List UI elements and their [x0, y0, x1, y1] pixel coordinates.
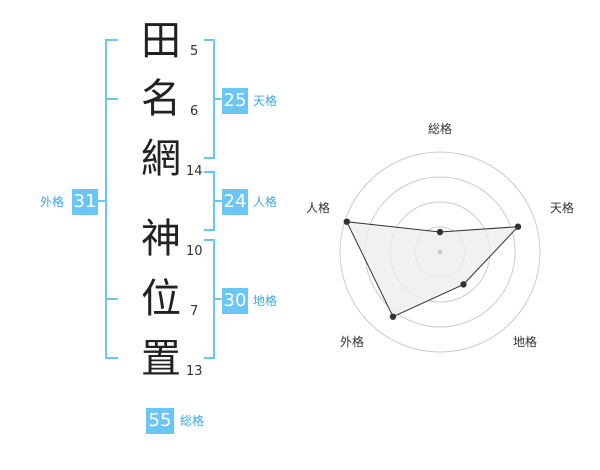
tenkaku-value-badge: 25 — [222, 88, 248, 114]
stroke-count-1: 5 — [190, 44, 199, 59]
radar-area — [345, 221, 520, 318]
name-char-5: 位 — [141, 276, 181, 322]
chikaku-value-badge: 30 — [222, 288, 248, 314]
radar-point-2 — [514, 223, 522, 230]
tenkaku-label: 天格 — [253, 94, 278, 108]
stroke-count-5: 7 — [190, 304, 199, 319]
radar-point-4 — [389, 313, 397, 320]
axis-label-soukaku: 総格 — [428, 121, 452, 136]
gaikaku-bracket — [105, 39, 118, 359]
axis-label-chikaku: 地格 — [513, 334, 537, 349]
radar-point-5 — [343, 218, 350, 225]
jinkaku-bracket — [204, 171, 215, 231]
name-char-3: 網 — [141, 136, 181, 182]
stroke-count-2: 6 — [190, 104, 199, 119]
soukaku-value-badge: 55 — [146, 408, 174, 434]
name-char-6: 置 — [141, 336, 181, 382]
jinkaku-value-badge: 24 — [222, 189, 248, 215]
radar-point-1 — [436, 228, 444, 236]
axis-label-gaikaku: 外格 — [340, 334, 364, 349]
name-char-2: 名 — [141, 76, 181, 122]
axis-label-jinkaku: 人格 — [306, 200, 330, 215]
chikaku-label: 地格 — [253, 294, 278, 308]
radar-chart: 総格 天格 地格 外格 人格 — [306, 121, 574, 353]
stroke-count-6: 13 — [186, 364, 203, 379]
gaikaku-value-badge: 31 — [72, 189, 98, 215]
axis-label-tenkaku: 天格 — [550, 200, 574, 215]
radar-center-dot — [437, 249, 443, 255]
name-char-4: 神 — [141, 216, 181, 262]
stroke-count-3: 14 — [186, 164, 203, 179]
radar-points — [343, 218, 522, 320]
chikaku-bracket — [204, 239, 215, 359]
name-char-1: 田 — [141, 18, 181, 64]
radar-point-3 — [460, 281, 467, 288]
stroke-count-4: 10 — [186, 244, 203, 259]
soukaku-label: 総格 — [180, 414, 205, 428]
tenkaku-bracket — [204, 39, 215, 159]
jinkaku-label: 人格 — [253, 195, 278, 209]
gaikaku-label: 外格 — [40, 195, 65, 209]
radar-ring-4 — [339, 151, 541, 353]
